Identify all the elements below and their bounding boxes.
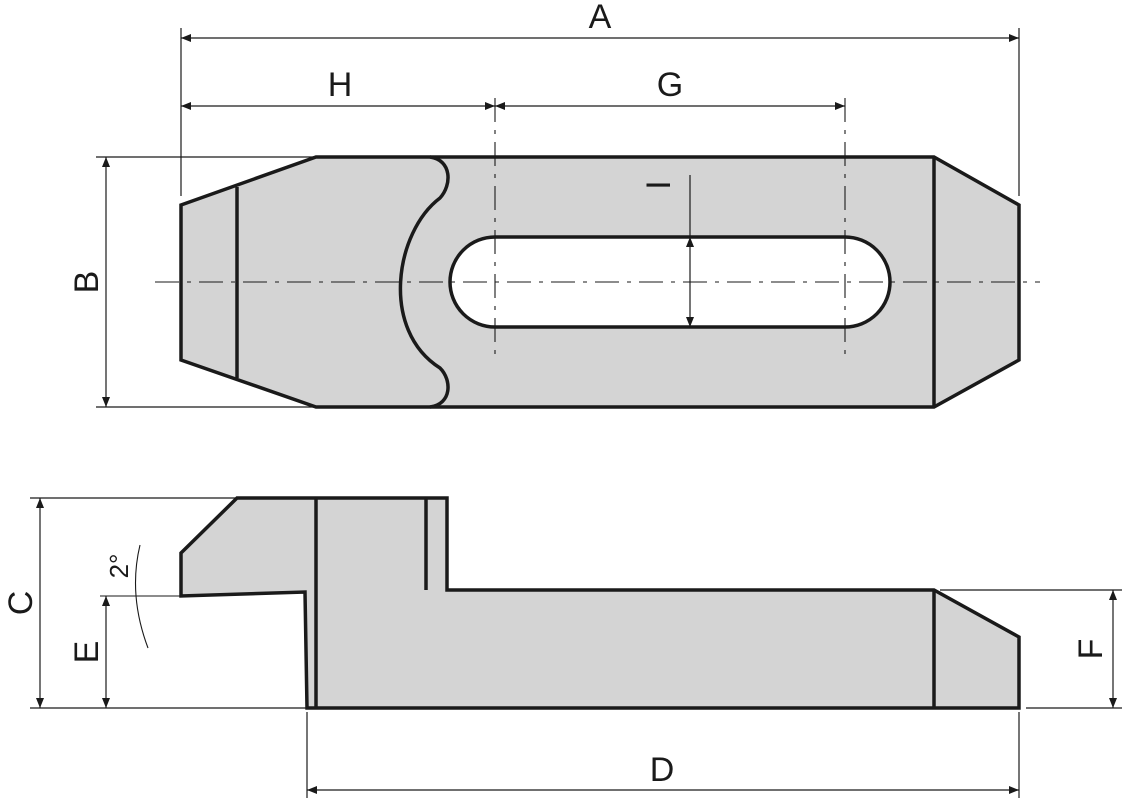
label-b: B (68, 271, 106, 294)
label-f: F (1072, 639, 1110, 660)
dimension-labels: A H G I B C E 2° F D (2, 0, 1110, 789)
label-a: A (589, 0, 612, 36)
label-h: H (328, 66, 353, 104)
top-view (155, 98, 1040, 409)
label-angle: 2° (104, 554, 134, 579)
label-i: I (640, 180, 678, 189)
dimension-lines (30, 28, 1122, 798)
label-d: D (650, 751, 675, 789)
label-c: C (2, 591, 40, 616)
label-e: E (68, 641, 106, 664)
side-view (100, 496, 1021, 710)
label-g: G (657, 66, 683, 104)
side-view-body (179, 496, 1021, 710)
stepped-cutout-edge (398, 155, 450, 409)
